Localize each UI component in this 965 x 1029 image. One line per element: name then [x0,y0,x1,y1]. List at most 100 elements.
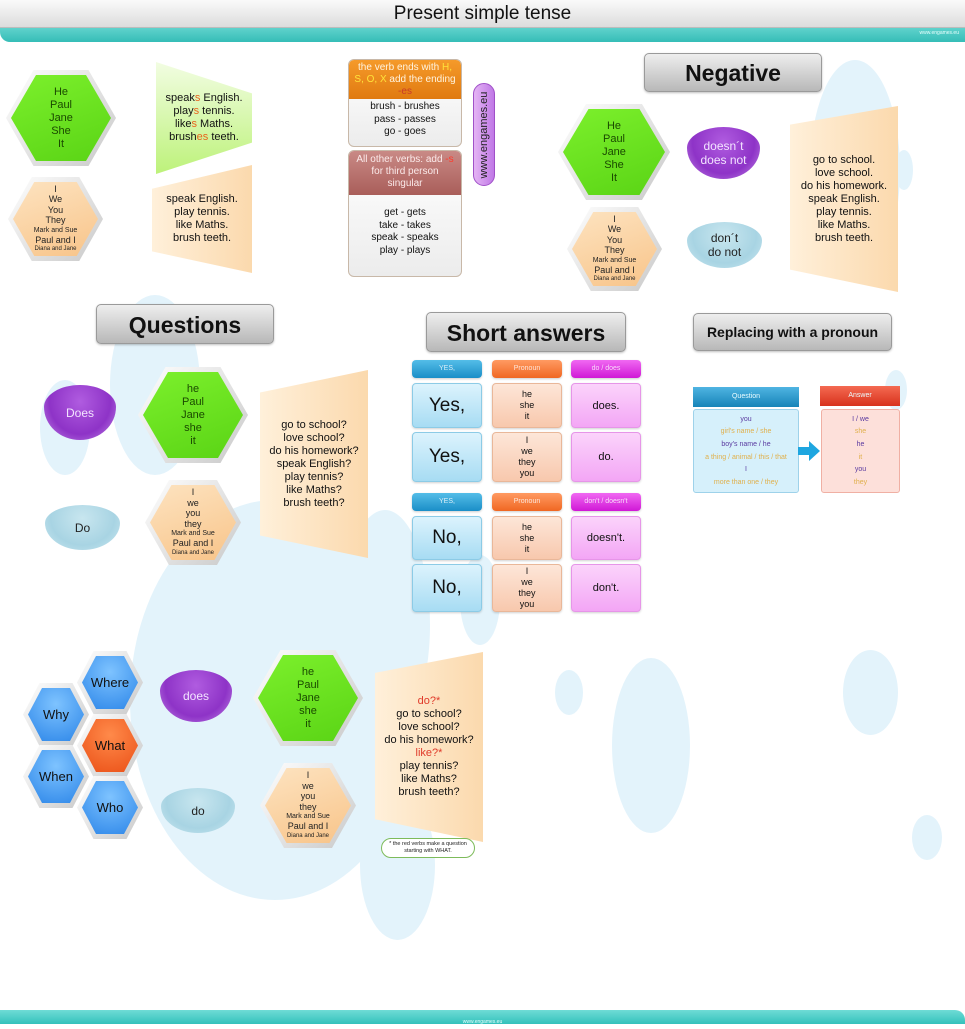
pronoun-line: she [184,421,202,434]
pronoun-line: they [518,588,536,598]
pronoun-line: she [519,532,535,543]
aux-line: doesn´t [703,139,744,153]
sentence-line: speak English. [166,193,238,205]
pronoun-line: I [525,435,529,445]
negative-sentences: go to school.love school.do his homework… [790,106,898,292]
pronoun-line: They [45,215,66,226]
sa-no-row1-answer: No, [412,516,482,560]
example-line: pass - passes [374,113,436,125]
pronoun-item: she [854,428,867,436]
sentence-line: play tennis? [399,760,459,772]
pronoun-item: they [853,479,868,487]
sentence-line: love school. [814,166,874,179]
pronoun-item: more than one / they [713,479,779,487]
affirmative-other-sentences: speak English.play tennis.like Maths.bru… [152,165,252,273]
pronoun-line: you [185,508,201,519]
pronoun-line: It [57,137,65,150]
sa-yes-header-pronoun: Pronoun [492,360,562,378]
pronoun-line: Paul and I [287,821,329,832]
example-line: play - plays [379,244,431,256]
pronoun-line: Diana and Jane [34,246,77,253]
sentence-line: play tennis. [174,206,230,218]
verb-ending: s [191,118,197,130]
pronoun-line: Jane [296,691,320,704]
sentence-line: go to school. [812,153,876,166]
pronoun-line: Mark and Sue [286,813,330,821]
pronoun-line: It [610,171,618,184]
pronoun-line: She [604,158,624,171]
sentence-line: like Maths? [286,483,342,496]
pronoun-line: we [521,446,533,456]
background-bubble [895,150,913,190]
background-bubble [843,650,898,735]
pronoun-line: Mark and Sue [33,226,78,234]
sentence-line: plays tennis. [173,105,235,117]
pronoun-item: girl's name / she [720,428,772,436]
sentence-line: like Maths. [817,218,871,231]
wh-why-hex: Why [23,683,89,746]
example-line: brush - brushes [370,101,440,112]
pronoun-line: you [519,599,535,609]
sentence-line: do his homework? [384,734,474,746]
pronoun-line: Diana and Jane [286,832,330,839]
pronoun-line: Diana and Jane [171,549,215,556]
sentence-line: do?* [417,695,441,707]
pronoun-line: You [47,204,64,215]
sentence-line: play tennis? [284,470,344,483]
example-line: take - takes [379,219,431,231]
pronoun-line: he [521,521,532,532]
pronoun-line: Paul [49,98,73,111]
wh-where-hex: Where [77,651,143,714]
sentence-line: like Maths. [175,219,229,231]
sentence-line: go to school? [396,708,462,720]
background-bubble [555,670,583,715]
pronoun-question-header: Question [693,387,799,407]
background-bubble [912,815,942,860]
pronoun-item: a thing / animal / this / that [705,453,787,461]
example-line: get - gets [384,207,426,218]
sa-no-row1-verb: doesn't. [571,516,641,560]
verb-ending: es [196,131,209,143]
pronoun-item: I / we [852,415,869,423]
pronoun-line: They [604,245,625,256]
pronoun-line: Mark and Sue [171,530,215,538]
pronoun-line: you [519,468,535,478]
example-line: go - goes [384,126,426,137]
questions-does-bowl: Does [44,385,116,440]
questions-sentences: go to school?love school?do his homework… [260,370,368,558]
sentence-line: brush teeth? [283,496,345,509]
aux-line: do not [707,245,742,259]
wh-does-bowl: does [160,670,232,722]
aux-line: does not [700,153,747,167]
pronoun-item: I [745,466,747,474]
pronoun-line: Paul [296,678,320,691]
spelling-rule-es: the verb ends with H, S, O, X add the en… [348,59,462,147]
pronoun-line: Paul [181,395,205,408]
sentence-line: speak English. [808,192,880,205]
pronoun-line: they [184,518,202,529]
pronoun-line: it [190,434,196,447]
pronoun-line: we [302,780,314,791]
sa-no-header-answer: YES, [412,493,482,511]
pronoun-replacement-title: Replacing with a pronoun [693,313,892,351]
pronoun-line: You [606,234,623,245]
sa-yes-row1-answer: Yes, [412,383,482,428]
pronoun-line: you [300,791,316,802]
sa-yes-header-answer: YES, [412,360,482,378]
sentence-line: brush teeth. [172,232,232,244]
pronoun-line: we [187,497,199,508]
sa-no-row2-answer: No, [412,564,482,612]
pronoun-item: it [858,453,863,461]
pronoun-item: boy's name / he [721,441,771,449]
pronoun-line: Jane [181,408,205,421]
wh-when-hex: When [23,745,89,808]
pronoun-line: Jane [49,111,73,124]
sa-no-header-pronoun: Pronoun [492,493,562,511]
pronoun-line: Mark and Sue [592,256,637,264]
